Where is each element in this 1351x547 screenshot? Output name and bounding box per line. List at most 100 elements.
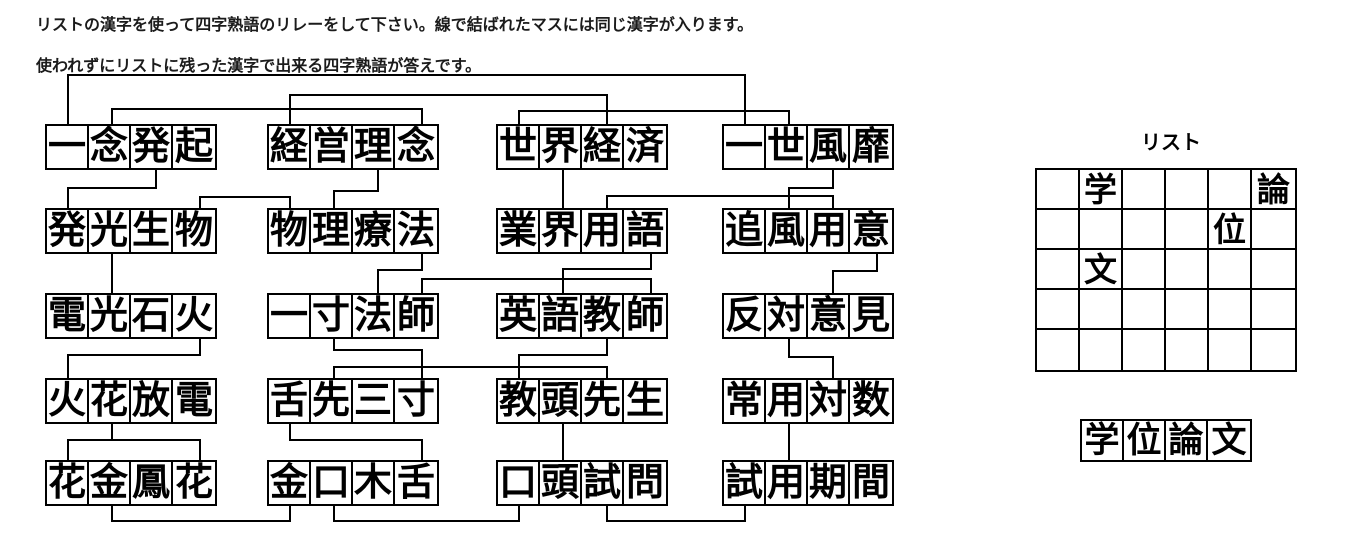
connector-line — [333, 520, 520, 522]
idiom-box-r1-2: 経営理念 — [267, 124, 439, 170]
kanji-cell: 念 — [396, 126, 435, 168]
connector-line — [333, 366, 608, 368]
answer-box: 学位論文 — [1080, 419, 1252, 462]
connector-line — [606, 195, 608, 209]
list-grid-cell — [1123, 290, 1166, 330]
connector-line — [832, 270, 834, 294]
connector-line — [67, 439, 113, 441]
connector-line — [67, 74, 69, 125]
idiom-box-r2-2: 物理療法 — [267, 208, 439, 254]
kanji-cell: 英 — [498, 295, 540, 337]
kanji-cell: 寸 — [396, 380, 435, 422]
list-grid-cell: 文 — [1080, 250, 1123, 290]
kanji-cell: 意 — [808, 295, 850, 337]
connector-line — [333, 190, 379, 192]
kanji-cell: 一 — [47, 126, 89, 168]
connector-line — [67, 187, 157, 189]
idiom-box-r1-3: 世界経済 — [496, 124, 668, 170]
kanji-cell: 頭 — [540, 462, 582, 504]
kanji-cell: 光 — [89, 210, 131, 252]
list-grid-cell: 論 — [1252, 170, 1295, 210]
kanji-cell: 用 — [766, 462, 808, 504]
list-grid-cell — [1037, 290, 1080, 330]
connector-line — [333, 349, 423, 351]
kanji-cell: 経 — [269, 126, 311, 168]
connector-line — [788, 338, 790, 358]
list-grid-cell — [1252, 210, 1295, 250]
kanji-cell: 世 — [498, 126, 540, 168]
connector-line — [333, 366, 335, 379]
connector-line — [421, 278, 423, 294]
kanji-cell: 教 — [498, 380, 540, 422]
kanji-cell: 風 — [808, 126, 850, 168]
kanji-cell: 花 — [89, 380, 131, 422]
kanji-cell: 界 — [540, 126, 582, 168]
kanji-cell: 法 — [353, 295, 395, 337]
idiom-box-r5-2: 金口木舌 — [267, 460, 439, 506]
answer-kanji-cell: 位 — [1124, 421, 1166, 460]
connector-line — [518, 110, 520, 125]
kanji-cell: 界 — [540, 210, 582, 252]
list-grid-row: 学論 — [1037, 170, 1295, 210]
connector-line — [377, 269, 379, 294]
kanji-cell: 間 — [851, 462, 890, 504]
connector-line — [377, 169, 379, 192]
kanji-cell: 理 — [353, 126, 395, 168]
connector-line — [67, 439, 69, 461]
list-grid-row: 文 — [1037, 250, 1295, 290]
list-grid-row — [1037, 290, 1295, 330]
idiom-box-r2-4: 追風用意 — [722, 208, 894, 254]
connector-line — [421, 108, 423, 125]
kanji-cell: 火 — [47, 380, 89, 422]
kanji-cell: 物 — [174, 210, 213, 252]
kanji-cell: 語 — [625, 210, 664, 252]
kanji-cell: 教 — [582, 295, 624, 337]
list-grid-cell — [1037, 330, 1080, 370]
kanji-cell: 生 — [625, 380, 664, 422]
kanji-cell: 期 — [808, 462, 850, 504]
list-grid-cell: 位 — [1209, 210, 1252, 250]
kanji-cell: 対 — [766, 295, 808, 337]
connector-line — [111, 108, 113, 125]
connector-line — [111, 439, 201, 441]
kanji-cell: 放 — [131, 380, 173, 422]
connector-line — [289, 505, 291, 522]
list-title: リスト — [1141, 132, 1201, 154]
kanji-cell: 三 — [353, 380, 395, 422]
kanji-cell: 電 — [47, 295, 89, 337]
list-grid-cell — [1080, 290, 1123, 330]
kanji-cell: 金 — [89, 462, 131, 504]
kanji-cell: 追 — [724, 210, 766, 252]
kanji-cell: 光 — [89, 295, 131, 337]
list-grid-cell — [1209, 170, 1252, 210]
connector-line — [562, 268, 564, 294]
connector-line — [606, 195, 834, 197]
kanji-cell: 金 — [269, 462, 311, 504]
connector-line — [744, 505, 746, 522]
list-grid-cell — [1209, 250, 1252, 290]
kanji-cell: 済 — [625, 126, 664, 168]
connector-line — [289, 423, 291, 441]
kanji-cell: 石 — [131, 295, 173, 337]
list-grid-cell — [1166, 210, 1209, 250]
idiom-box-r4-2: 舌先三寸 — [267, 378, 439, 424]
list-grid-row — [1037, 330, 1295, 370]
connector-line — [111, 108, 423, 110]
idiom-box-r3-1: 電光石火 — [45, 293, 217, 339]
kanji-cell: 靡 — [851, 126, 890, 168]
list-grid-row: 位 — [1037, 210, 1295, 250]
list-grid-cell — [1123, 330, 1166, 370]
kanji-cell: 意 — [851, 210, 890, 252]
answer-kanji-cell: 文 — [1211, 421, 1247, 460]
connector-line — [289, 439, 423, 441]
kanji-cell: 語 — [540, 295, 582, 337]
list-grid-cell — [1123, 210, 1166, 250]
connector-line — [606, 520, 746, 522]
connector-line — [289, 94, 291, 125]
idiom-box-r1-1: 一念発起 — [45, 124, 217, 170]
kanji-cell: 数 — [851, 380, 890, 422]
connector-line — [289, 196, 291, 209]
kanji-cell: 口 — [311, 462, 353, 504]
connector-line — [518, 354, 608, 356]
connector-line — [111, 520, 291, 522]
